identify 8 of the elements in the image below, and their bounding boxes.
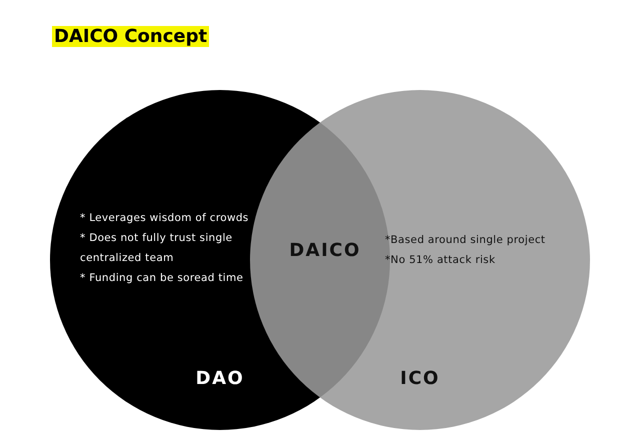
- bullet-point: *Based around single project: [385, 233, 546, 248]
- circle-title: ICO: [399, 368, 441, 389]
- circle-title: DAO: [194, 368, 246, 389]
- bullet-point: * Does not fully trust single centralized team: [80, 231, 234, 266]
- bullet-point: * Leverages wisdom of crowds: [80, 211, 250, 226]
- bullet-point: * Funding can be soread time: [80, 271, 244, 286]
- bullet-point: *No 51% attack risk: [385, 253, 496, 268]
- title: DAICO Concept: [52, 26, 210, 47]
